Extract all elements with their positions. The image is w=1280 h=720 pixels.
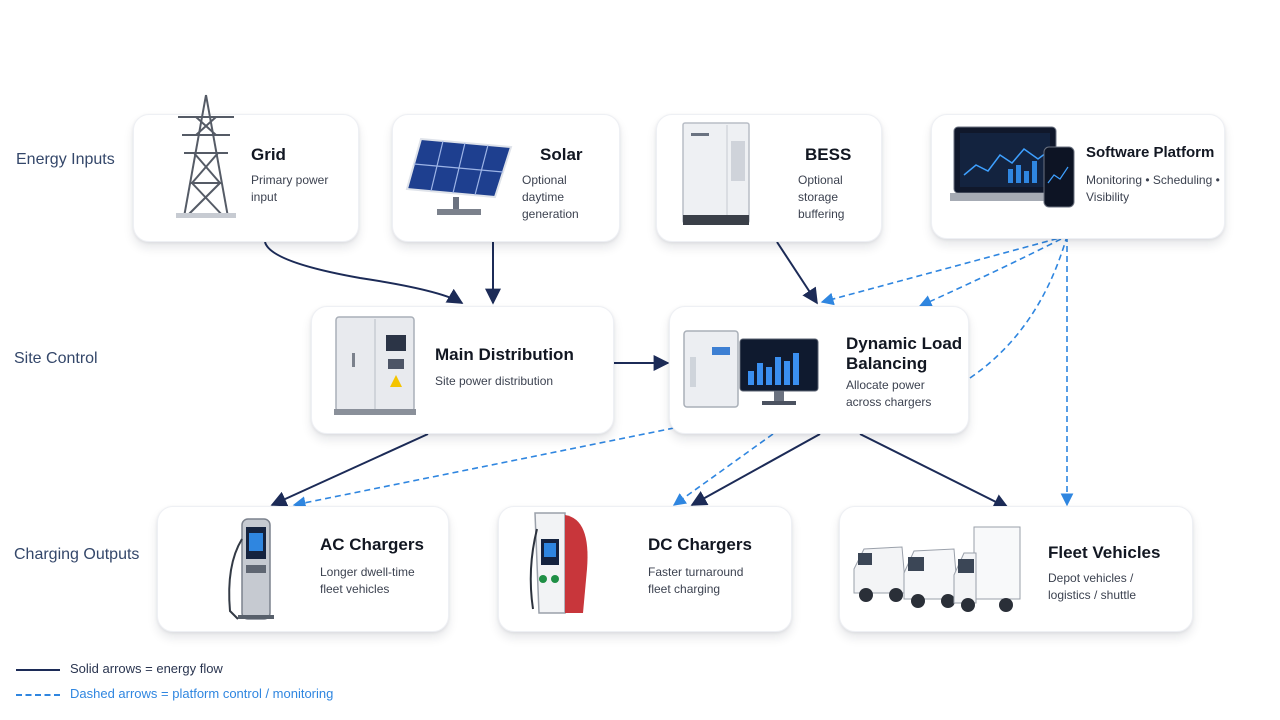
arrow-bess-to-dlb xyxy=(776,241,818,305)
node-dc-chargers[interactable]: DC Chargers Faster turnaround fleet char… xyxy=(498,506,792,632)
dc-title: DC Chargers xyxy=(648,535,752,554)
solar-panel-icon xyxy=(405,137,513,215)
node-ac-chargers[interactable]: AC Chargers Longer dwell-time fleet vehi… xyxy=(157,506,449,632)
main-distribution-title: Main Distribution xyxy=(435,345,574,364)
software-desc: Monitoring • Scheduling • Visibility xyxy=(1086,173,1220,204)
bess-title: BESS xyxy=(805,145,852,164)
node-dynamic-load-balancing[interactable]: Dynamic Load Balancing Allocate power ac… xyxy=(669,306,969,434)
node-grid[interactable]: Grid Primary power input xyxy=(133,94,359,242)
laptop-phone-dashboard-icon xyxy=(950,126,1075,208)
battery-storage-cabinet-icon xyxy=(682,122,750,225)
ac-title: AC Chargers xyxy=(320,535,424,554)
grid-desc: Primary power input xyxy=(251,173,329,204)
legend-dashed-line xyxy=(16,694,60,696)
ac-charger-icon xyxy=(228,518,274,620)
node-main-distribution[interactable]: Main Distribution Site power distributio… xyxy=(311,306,614,434)
load-balancer-monitor-icon xyxy=(683,330,819,408)
fleet-title: Fleet Vehicles xyxy=(1048,543,1161,562)
row-label-site-control: Site Control xyxy=(14,350,98,367)
row-label-charging-outputs: Charging Outputs xyxy=(14,546,140,563)
grid-title: Grid xyxy=(251,145,286,164)
dashed-dlb-to-ac xyxy=(292,427,675,509)
dashed-software-to-dlb-right xyxy=(969,235,1068,379)
legend-solid-text: Solid arrows = energy flow xyxy=(70,661,223,676)
solar-title: Solar xyxy=(540,145,583,164)
legend-dashed-text: Dashed arrows = platform control / monit… xyxy=(70,686,334,701)
arrow-dlb-to-dc xyxy=(690,433,821,506)
dlb-desc: Allocate power across chargers xyxy=(846,378,932,409)
row-label-energy-inputs: Energy Inputs xyxy=(16,151,115,168)
bess-desc: Optional storage buffering xyxy=(798,173,845,221)
node-bess[interactable]: BESS Optional storage buffering xyxy=(656,114,882,242)
solar-desc: Optional daytime generation xyxy=(522,173,579,221)
fleet-desc: Depot vehicles / logistics / shuttle xyxy=(1048,571,1137,602)
ac-desc: Longer dwell-time fleet vehicles xyxy=(320,565,415,596)
dlb-title: Dynamic Load Balancing xyxy=(846,334,963,373)
dc-desc: Faster turnaround fleet charging xyxy=(648,565,744,596)
dashed-dlb-to-dc xyxy=(672,433,774,506)
main-distribution-desc: Site power distribution xyxy=(435,374,554,388)
arrow-main-distribution-to-ac xyxy=(270,433,429,507)
node-software-platform[interactable]: Software Platform Monitoring • Schedulin… xyxy=(931,114,1225,239)
node-solar[interactable]: Solar Optional daytime generation xyxy=(392,114,620,242)
dashed-software-to-dlb-top xyxy=(918,235,1068,308)
arrow-dlb-to-fleet xyxy=(859,433,1010,509)
transmission-tower-icon xyxy=(176,94,236,218)
arrow-grid-to-main-distribution xyxy=(264,241,464,304)
software-title: Software Platform xyxy=(1086,144,1215,161)
distribution-cabinet-icon xyxy=(334,316,416,415)
legend-solid-line xyxy=(16,669,60,671)
dc-charger-icon xyxy=(529,512,588,614)
vans-icon xyxy=(853,526,1021,612)
node-fleet-vehicles[interactable]: Fleet Vehicles Depot vehicles / logistic… xyxy=(839,506,1193,632)
dashed-software-to-dlb xyxy=(820,235,1068,306)
